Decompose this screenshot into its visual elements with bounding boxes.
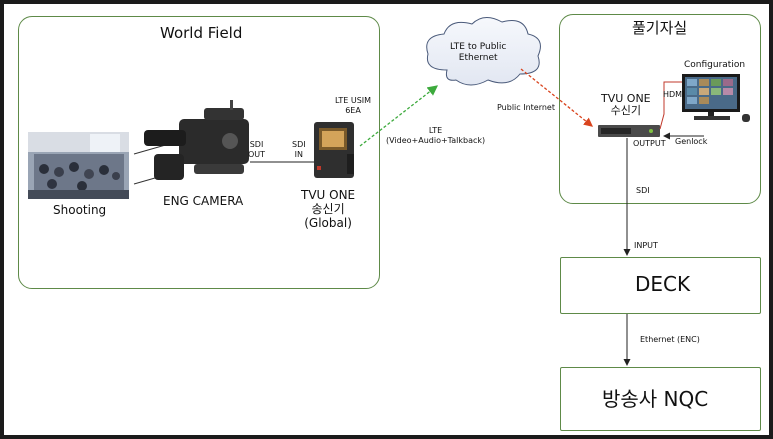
lte-usim-label: LTE USIM 6EA xyxy=(335,96,372,115)
diagram-graphics xyxy=(28,17,750,366)
cloud-label: LTE to Public Ethernet xyxy=(450,42,507,63)
tvu-transmitter-device xyxy=(314,122,354,178)
output-label: OUTPUT xyxy=(633,139,666,148)
shooting-photo xyxy=(28,132,129,199)
deck-label: DECK xyxy=(635,272,691,296)
internet-cloud xyxy=(426,17,541,86)
nqc-box xyxy=(560,367,761,431)
configuration-label: Configuration xyxy=(684,60,746,70)
world-field-title: World Field xyxy=(160,24,243,42)
lte-link-label: LTE (Video+Audio+Talkback) xyxy=(386,126,486,145)
lte-arrow xyxy=(359,85,439,147)
tvu-receiver-label: TVU ONE 수신기 xyxy=(601,92,651,117)
press-room-title: 풀기자실 xyxy=(632,19,688,37)
shooting-label: Shooting xyxy=(53,203,107,217)
deck-box xyxy=(560,257,761,314)
hdmi-label: HDMI xyxy=(663,90,685,99)
hdmi-line xyxy=(659,81,682,130)
configuration-monitor xyxy=(682,74,750,122)
sdi-out-label: SDI OUT xyxy=(248,140,266,159)
nqc-label: 방송사 NQC xyxy=(602,387,709,411)
eng-camera-label: ENG CAMERA xyxy=(163,194,244,208)
tvu-receiver-device xyxy=(598,125,660,137)
public-internet-arrow xyxy=(520,68,594,127)
sdi-label: SDI xyxy=(636,186,650,195)
public-internet-label: Public Internet xyxy=(497,103,555,112)
input-label: INPUT xyxy=(634,241,658,250)
ethernet-label: Ethernet (ENC) xyxy=(640,335,700,344)
tvu-transmitter-label: TVU ONE 송신기 (Global) xyxy=(301,188,356,230)
eng-camera xyxy=(144,100,249,180)
diagram-canvas: World Field Shooting ENG CAMERA SDI OUT … xyxy=(4,4,769,435)
sdi-in-label: SDI IN xyxy=(292,140,306,159)
genlock-label: Genlock xyxy=(675,137,708,146)
